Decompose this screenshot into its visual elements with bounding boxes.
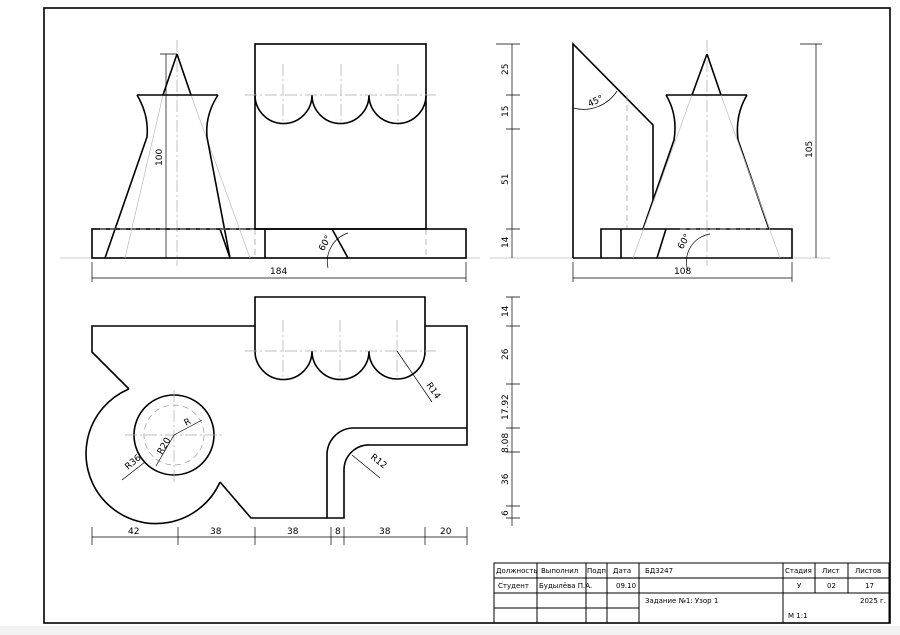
dim-6: 6	[501, 510, 511, 516]
stage-value: У	[797, 582, 802, 590]
dim-26: 26	[501, 348, 511, 360]
cell-performer: Будылёва П.А.	[539, 582, 592, 590]
front-view: 60° 100 184	[60, 40, 480, 282]
header-sheet: Лист	[822, 567, 840, 575]
dim-width-184: 184	[270, 267, 287, 277]
drawing-frame	[43, 7, 891, 624]
side-view: 45° 60° 25 15 51 14 105 108	[490, 40, 830, 282]
task-title: Задание №1: Узор 1	[645, 597, 718, 605]
angle-label: 60°	[317, 234, 334, 253]
header-position: Должность	[496, 567, 537, 575]
angle-60-label: 60°	[676, 232, 693, 251]
header-signature: Подп.	[587, 567, 608, 575]
dim-14: 14	[501, 236, 511, 248]
scale: М 1:1	[788, 612, 808, 620]
dim-25: 25	[501, 64, 511, 75]
dim-14-top: 14	[501, 305, 511, 317]
top-view: R14 R12 R36 R20 R 42 38 38 8 38 20 14 26…	[85, 296, 520, 545]
radius-r12: R12	[368, 452, 388, 471]
page-bottom-strip	[0, 626, 900, 635]
dim-51: 51	[501, 174, 511, 185]
cell-date: 09.10	[616, 582, 636, 590]
sheet-value: 02	[827, 582, 836, 590]
dim-8: 8	[335, 527, 341, 537]
radius-r: R	[183, 417, 193, 429]
radius-r14: R14	[424, 381, 443, 401]
cell-position: Студент	[498, 582, 529, 590]
radius-r20: R20	[156, 436, 174, 457]
dim-38a: 38	[210, 527, 222, 537]
dim-17-92: 17.92	[501, 394, 511, 420]
header-sheets: Листов	[855, 567, 881, 575]
header-performed: Выполнил	[541, 567, 578, 575]
dim-15: 15	[501, 106, 511, 117]
dim-38b: 38	[287, 527, 299, 537]
header-stage: Стадия	[785, 567, 812, 575]
dim-8-08: 8.08	[501, 433, 511, 453]
dim-105: 105	[805, 141, 815, 158]
sheets-value: 17	[865, 582, 874, 590]
title-block: Должность Выполнил Подп. Дата Студент Бу…	[493, 562, 890, 624]
dim-36: 36	[501, 473, 511, 485]
dim-42: 42	[128, 527, 139, 537]
dim-20: 20	[440, 527, 452, 537]
dim-108: 108	[674, 267, 691, 277]
dim-height-100: 100	[155, 149, 165, 166]
dim-38c: 38	[379, 527, 391, 537]
document-code: БД3247	[645, 567, 673, 575]
header-date: Дата	[613, 567, 631, 575]
year: 2025 г.	[860, 597, 886, 605]
